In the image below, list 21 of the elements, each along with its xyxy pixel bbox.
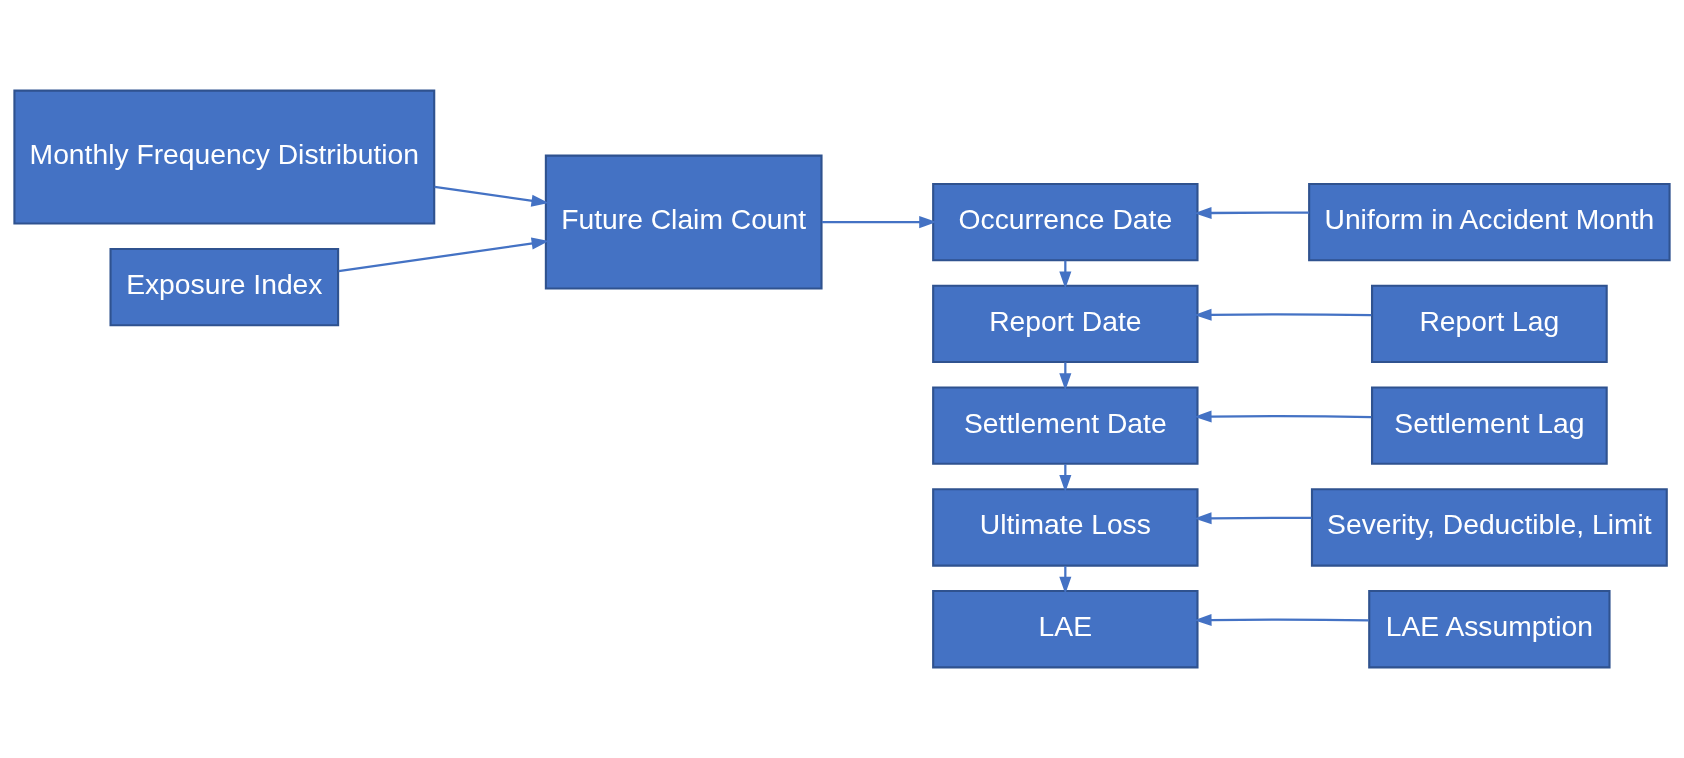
arrow — [1194, 206, 1310, 220]
node-box: Settlement Date — [932, 386, 1199, 465]
node-box: LAE Assumption — [1368, 589, 1611, 669]
node-box: Occurrence Date — [932, 182, 1199, 262]
arrow — [1194, 410, 1372, 423]
node-box: Future Claim Count — [544, 154, 823, 290]
node-box: Ultimate Loss — [932, 488, 1199, 567]
node-box: Severity, Deductible, Limit — [1310, 488, 1668, 567]
arrow — [1194, 512, 1312, 525]
node-box: Report Lag — [1371, 284, 1608, 364]
arrow — [1194, 614, 1369, 627]
node-box: LAE — [932, 589, 1199, 669]
arrow — [1194, 308, 1372, 321]
node-box: Exposure Index — [109, 247, 340, 327]
node-box: Settlement Lag — [1371, 386, 1608, 465]
node-box: Uniform in Accident Month — [1308, 182, 1671, 262]
arrow — [434, 185, 549, 207]
arrow — [821, 216, 937, 229]
node-box: Monthly Frequency Distribution — [13, 89, 436, 225]
node-box: Report Date — [932, 284, 1199, 364]
arrow — [338, 237, 549, 273]
